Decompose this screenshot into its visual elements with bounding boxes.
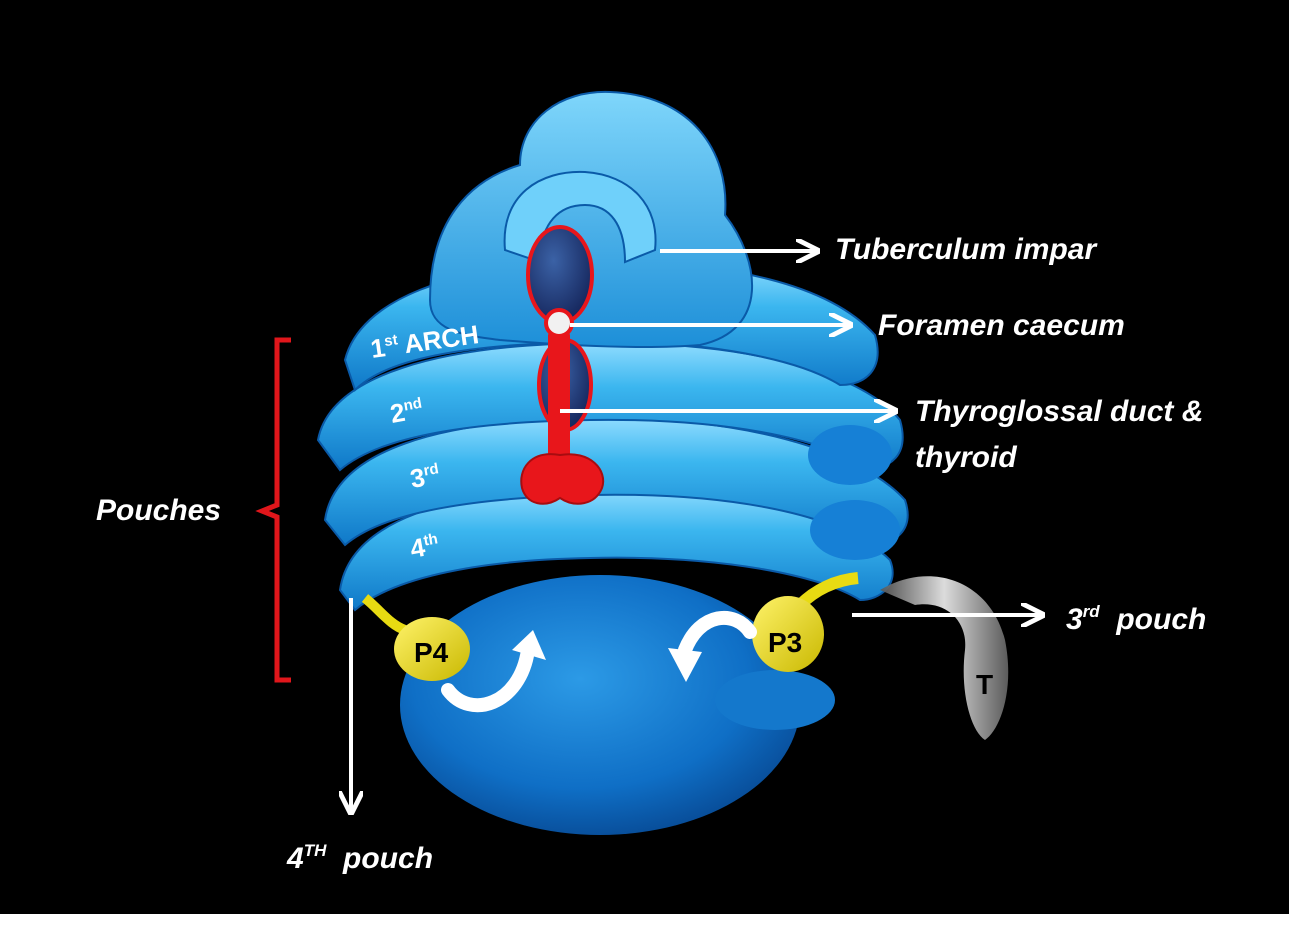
pouch-p3 — [752, 596, 824, 672]
right-lobe-1 — [808, 425, 892, 485]
rotation-arrow-p3-head — [668, 648, 702, 682]
arch-label-fourth: 4th — [408, 529, 441, 564]
t-label: T — [976, 669, 993, 700]
thymus-strand — [880, 576, 1009, 740]
rotation-arrow-p4-head — [512, 630, 546, 660]
pharynx-body — [400, 575, 800, 835]
rotation-arrow-p4 — [441, 643, 535, 713]
thyroglossal-duct — [548, 330, 570, 460]
third-pouch-num: 3 — [1066, 603, 1083, 636]
arch-second — [316, 341, 904, 472]
p3-label: P3 — [768, 627, 802, 658]
rotation-arrow-p3 — [678, 611, 757, 657]
label-thyroglossal-duct: Thyroglossal duct & — [915, 395, 1204, 428]
pouches-bracket — [255, 337, 291, 683]
p4-label: P4 — [414, 637, 449, 668]
fourth-pouch-num: 4 — [287, 842, 304, 875]
upper-tongue-region — [428, 90, 754, 349]
fourth-pouch-word: pouch — [343, 842, 434, 875]
foramen-caecum-dot — [544, 308, 574, 338]
right-lobe-3 — [715, 670, 835, 730]
pouch-p4 — [394, 617, 470, 681]
arch-label-second: 2nd — [388, 394, 426, 429]
label-foramen-caecum: Foramen caecum — [878, 309, 1125, 342]
label-tuberculum-impar: Tuberculum impar — [835, 233, 1097, 266]
label-third-pouch: 3rd pouch — [1066, 601, 1206, 639]
label-fourth-pouch: 4TH pouch — [287, 840, 433, 878]
pouch-p4-stalk — [361, 594, 407, 635]
third-pouch-sup: rd — [1082, 602, 1100, 621]
label-thyroid: thyroid — [915, 441, 1017, 474]
arch-label-third: 3rd — [408, 459, 442, 494]
fourth-pouch-sup: TH — [303, 841, 327, 860]
right-lobe-2 — [810, 500, 900, 560]
thyroid-gland — [520, 453, 605, 505]
label-pouches: Pouches — [96, 494, 222, 527]
third-pouch-word: pouch — [1116, 603, 1207, 636]
